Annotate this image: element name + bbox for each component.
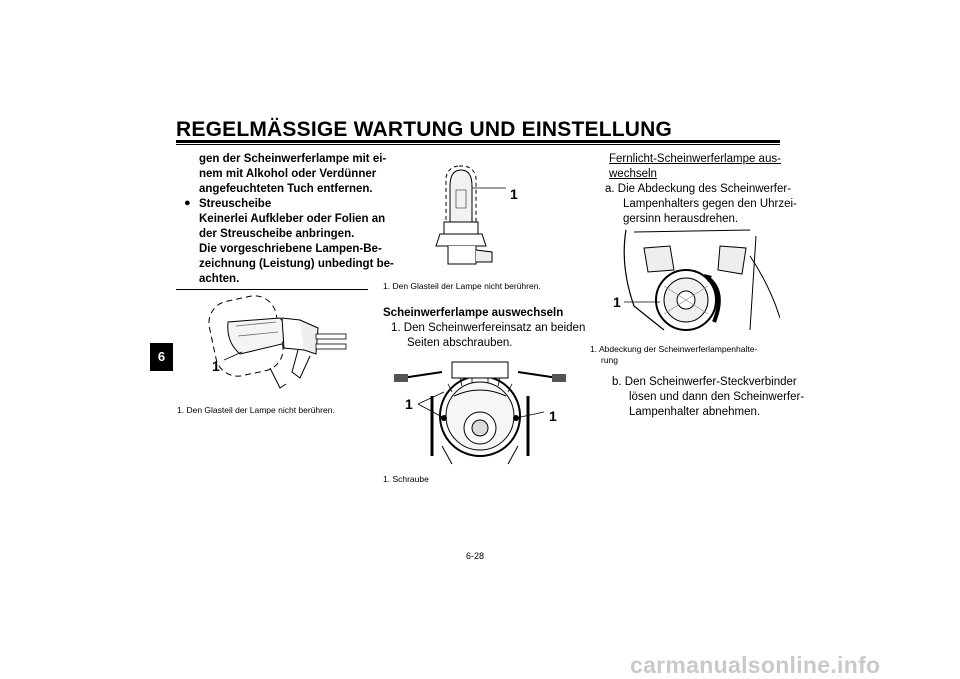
step-b-line-1: b. Den Scheinwerfer-Steckverbinder <box>612 376 797 388</box>
headlight-rear-illustration <box>623 229 780 331</box>
subheading-line-1: Fernlicht-Scheinwerferlampe aus- <box>609 153 781 165</box>
fig-callout-1: 1 <box>212 358 220 374</box>
fig3-caption-line-1: 1. Abdeckung der Scheinwerferlampenhalte… <box>590 344 758 354</box>
footer-watermark: carmanualsonline.info <box>630 652 881 678</box>
fig1-caption: 1. Den Glasteil der Lampe nicht berühren… <box>383 281 541 291</box>
bullet-line-6: achten. <box>199 273 240 285</box>
fig3-caption-line-2: rung <box>601 355 619 365</box>
warning-line-2: nem mit Alkohol oder Verdünner <box>199 168 377 180</box>
step-a-line-1: a. Die Abdeckung des Scheinwerfer- <box>605 183 792 195</box>
step-b-line-2: lösen und dann den Scheinwerfer- <box>629 391 805 403</box>
warning-separator <box>176 289 368 290</box>
section-heading: Scheinwerferlampe auswechseln <box>383 307 564 319</box>
fig2-caption: 1. Schraube <box>383 474 429 484</box>
fig3-callout: 1 <box>613 294 621 310</box>
step-1-line-2: Seiten abschrauben. <box>407 337 513 349</box>
step-1-line-1: 1. Den Scheinwerfereinsatz an beiden <box>391 322 586 334</box>
step-a-line-3: gersinn herausdrehen. <box>623 213 739 225</box>
bullet-line-2: Keinerlei Aufkleber oder Folien an <box>199 213 386 225</box>
warning-line-1: gen der Scheinwerferlampe mit ei- <box>199 153 387 165</box>
bullet-icon: ● <box>184 197 191 209</box>
bullet-line-1: Streuscheibe <box>199 198 272 210</box>
figure-caption: 1. Den Glasteil der Lampe nicht berühren… <box>177 405 335 415</box>
h4-bulb-illustration <box>208 295 347 389</box>
headlight-front-illustration <box>394 361 566 465</box>
step-a-line-2: Lampenhalters gegen den Uhrzei- <box>623 198 797 210</box>
bullet-line-4: Die vorgeschriebene Lampen-Be- <box>199 243 382 255</box>
section-tab: 6 <box>150 343 173 371</box>
header-rule-thin <box>176 144 780 145</box>
h-bulb-illustration <box>435 165 506 265</box>
header-rule <box>176 140 780 143</box>
page-number: 6-28 <box>466 551 485 561</box>
warning-line-3: angefeuchteten Tuch entfernen. <box>199 183 373 195</box>
subheading-line-2: wechseln <box>609 168 657 180</box>
page-title: REGELMÄSSIGE WARTUNG UND EINSTELLUNG <box>176 118 673 141</box>
step-b-line-3: Lampenhalter abnehmen. <box>629 406 761 418</box>
fig2-callout-right: 1 <box>549 408 557 424</box>
fig1-callout: 1 <box>510 186 518 202</box>
bullet-line-5: zeichnung (Leistung) unbedingt be- <box>199 258 394 270</box>
bullet-line-3: der Streuscheibe anbringen. <box>199 228 355 240</box>
fig2-callout-left: 1 <box>405 396 413 412</box>
